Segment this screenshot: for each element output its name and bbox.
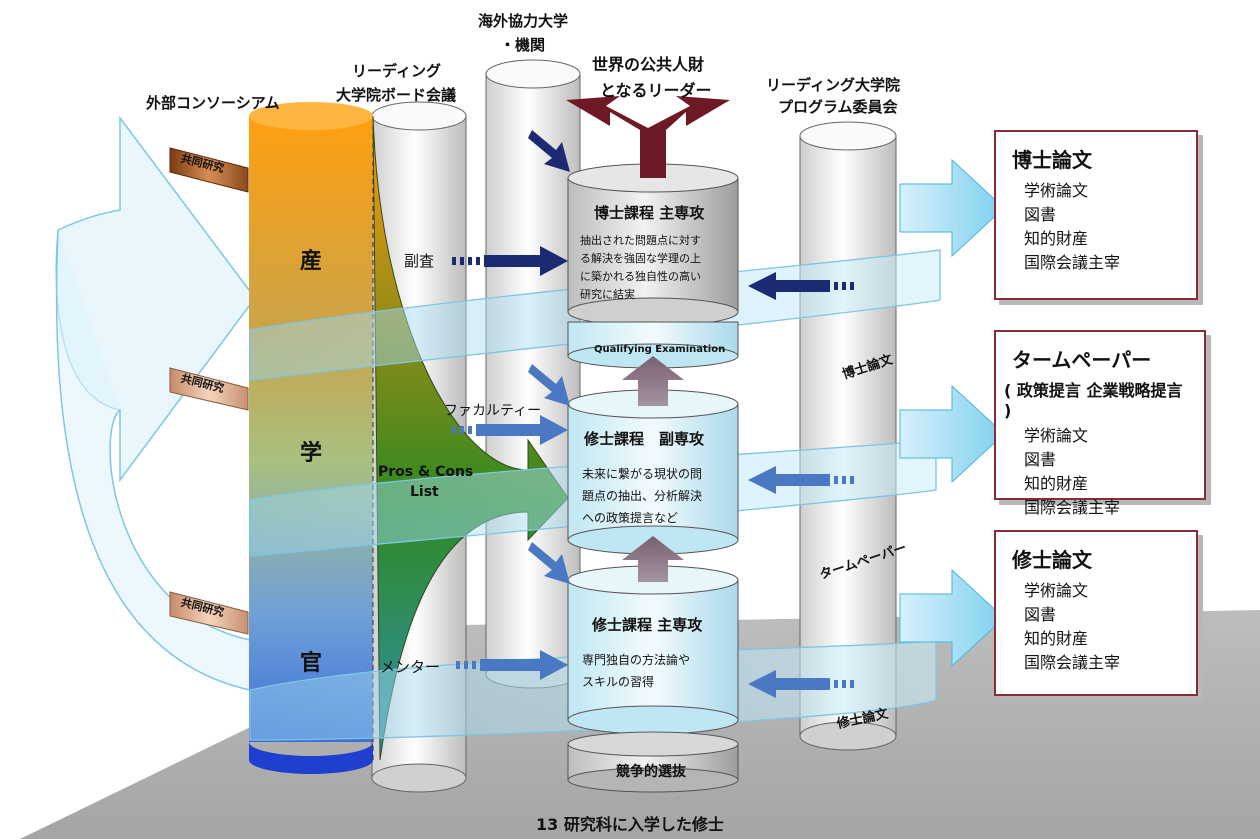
selection-cylinder bbox=[567, 731, 739, 793]
board-label-line2: 大学院ボード会議 bbox=[336, 86, 456, 104]
output-item: 知的財産 bbox=[1024, 629, 1089, 648]
selection-label: 競争的選抜 bbox=[616, 763, 687, 780]
output-arrow-master bbox=[899, 568, 1005, 668]
committee-cylinder bbox=[799, 121, 897, 751]
master-major-desc-2: スキルの習得 bbox=[582, 674, 654, 689]
master-minor-desc-1: 未来に繋がる現状の問 bbox=[582, 466, 702, 481]
output-box-term: タームペーパー ( 政策提言 企業戦略提言 ) 学術論文 図書 知的財産 国際会… bbox=[994, 330, 1206, 517]
sector-pillar bbox=[249, 102, 374, 774]
board-label-line1: リーディング bbox=[352, 62, 441, 80]
pros-cons-line2: List bbox=[410, 484, 439, 500]
master-minor-desc-3: への政策提言など bbox=[582, 510, 678, 525]
joint-research-tab-3: 共同研究 bbox=[169, 591, 249, 635]
doctoral-desc-1: 抽出された問題点に対す bbox=[580, 233, 701, 247]
output-title-doctoral: 博士論文 bbox=[1012, 148, 1092, 172]
output-arrow-doctoral bbox=[899, 158, 1005, 258]
overseas-arrow-minor bbox=[528, 364, 570, 406]
output-item: 国際会議主宰 bbox=[1024, 653, 1121, 672]
pros-cons-line1: Pros & Cons bbox=[378, 464, 473, 480]
master-major-cylinder bbox=[567, 565, 739, 735]
output-item: 図書 bbox=[1024, 605, 1057, 624]
joint-research-tab-1: 共同研究 bbox=[169, 147, 249, 193]
doctoral-desc-3: に築かれる独自性の高い bbox=[580, 269, 701, 283]
leader-arrow bbox=[566, 96, 730, 178]
output-item: 知的財産 bbox=[1024, 229, 1089, 248]
consortium-label: 外部コンソーシアム bbox=[145, 94, 280, 112]
academia-label: 学 bbox=[300, 440, 322, 466]
overseas-arrow-major bbox=[528, 542, 570, 584]
footer-label: 13 研究科に入学した修士 bbox=[536, 815, 724, 834]
master-minor-title: 修士課程 副専攻 bbox=[583, 430, 705, 448]
output-title-master: 修士論文 bbox=[1012, 548, 1092, 572]
output-arrow-term bbox=[899, 384, 1005, 484]
master-major-desc-1: 専門独自の方法論や bbox=[582, 652, 690, 667]
master-minor-cylinder bbox=[567, 389, 739, 555]
output-item: 学術論文 bbox=[1024, 426, 1089, 445]
committee-arrow-minor bbox=[748, 466, 854, 494]
overseas-label-line1: 海外協力大学 bbox=[478, 12, 568, 30]
master-major-title: 修士課程 主専攻 bbox=[591, 616, 703, 634]
output-item: 図書 bbox=[1024, 450, 1057, 469]
mentor-arrow bbox=[456, 650, 568, 680]
master-minor-desc-2: 題点の抽出、分析解決 bbox=[582, 489, 702, 503]
faculty-arrow bbox=[452, 415, 568, 445]
output-item: 学術論文 bbox=[1024, 581, 1089, 600]
qualifying-label: Qualifying Examination bbox=[594, 344, 725, 355]
joint-research-tab-2: 共同研究 bbox=[169, 367, 249, 411]
sub-examiner-label: 副査 bbox=[404, 252, 434, 270]
sub-examiner-arrow bbox=[452, 246, 568, 276]
committee-label-line2: プログラム委員会 bbox=[778, 98, 898, 116]
output-item: 国際会議主宰 bbox=[1024, 498, 1121, 517]
faculty-label: ファカルティー bbox=[444, 403, 541, 419]
overseas-label-line2: ・機関 bbox=[500, 36, 545, 54]
leader-label-line1: 世界の公共人財 bbox=[592, 55, 704, 74]
doctoral-desc-2: る解決を強固な学理の上 bbox=[580, 251, 701, 265]
leader-label-line2: となるリーダー bbox=[600, 81, 712, 100]
output-box-master: 修士論文 学術論文 図書 知的財産 国際会議主宰 bbox=[994, 530, 1198, 696]
output-title-term: タームペーパー bbox=[1012, 348, 1152, 372]
committee-arrow-doctoral bbox=[748, 272, 854, 300]
government-label: 官 bbox=[300, 650, 322, 676]
overseas-dark-arrow bbox=[528, 130, 570, 172]
output-box-doctoral: 博士論文 学術論文 図書 知的財産 国際会議主宰 bbox=[994, 130, 1198, 300]
doctoral-desc-4: 研究に結実 bbox=[580, 287, 635, 301]
consortium-loop-band bbox=[55, 229, 251, 691]
output-item: 知的財産 bbox=[1024, 474, 1089, 493]
mentor-label: メンター bbox=[380, 658, 440, 676]
up-arrow-qualifying bbox=[622, 356, 684, 406]
output-subtitle-term: ( 政策提言 企業戦略提言 ) bbox=[1004, 381, 1183, 420]
output-item: 国際会議主宰 bbox=[1024, 253, 1121, 272]
output-item: 学術論文 bbox=[1024, 181, 1089, 200]
industry-label: 産 bbox=[300, 248, 322, 274]
up-arrow-master-minor bbox=[622, 536, 684, 582]
committee-label-line1: リーディング大学院 bbox=[766, 76, 900, 94]
committee-arrow-major bbox=[748, 670, 854, 698]
pros-cons-arrow bbox=[372, 115, 569, 761]
output-item: 図書 bbox=[1024, 205, 1057, 224]
doctoral-title: 博士課程 主専攻 bbox=[594, 204, 705, 222]
